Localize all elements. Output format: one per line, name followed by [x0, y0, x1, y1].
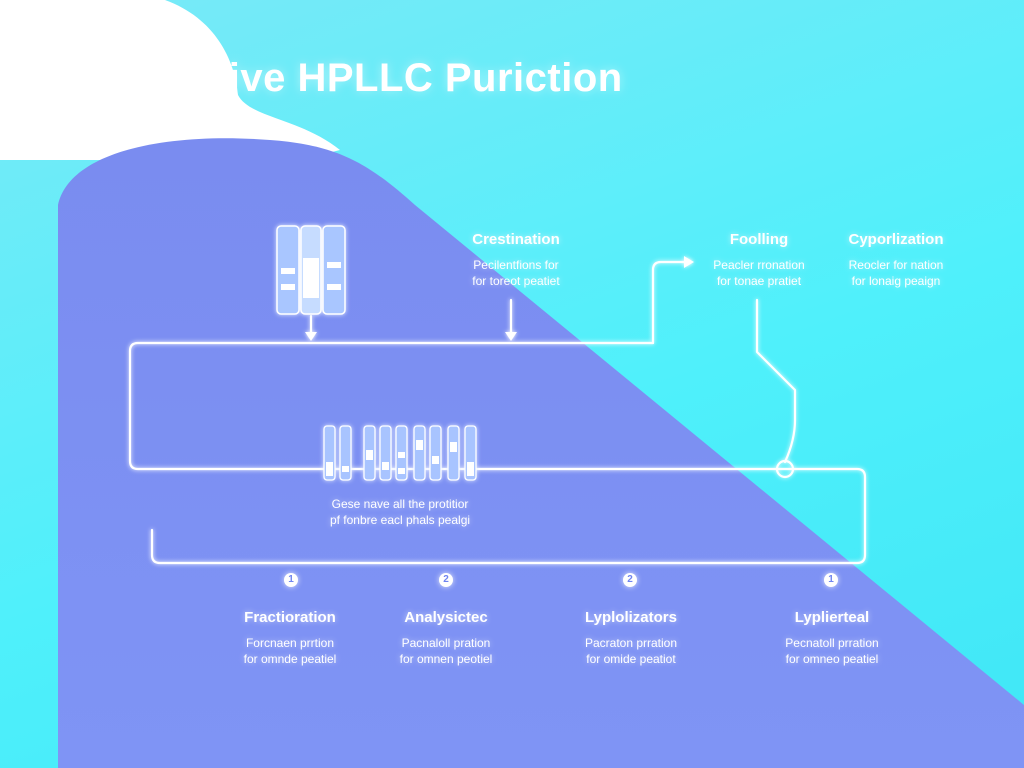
step-title: Cyporlization [848, 231, 944, 248]
step-desc-line2: for toreot peatiet [472, 274, 560, 288]
step-cyporlization: Cyporlization Reocler for nation for lon… [834, 231, 958, 289]
step-title: Lyplierteal [794, 609, 870, 626]
step-title: Analysictec [404, 609, 488, 626]
flow-lines [128, 260, 867, 565]
page-title: Prepalitive HPLLC Puriction [78, 56, 623, 100]
step-title: Lyplolizators [585, 609, 677, 626]
step-desc-line1: Peacler rronation [713, 258, 805, 272]
arrowheads [305, 256, 694, 341]
step-desc-line1: Pecnatoll prration [785, 636, 879, 650]
step-desc-line2: for omneo peatiel [785, 652, 879, 666]
step-desc-line2: for lonaig peaign [851, 274, 941, 288]
caption-line1: Gese nave all the protitior [331, 497, 469, 511]
step-number-badge: 1 [284, 573, 298, 587]
caption-line2: pf fonbre eacl phals pealgi [329, 513, 471, 527]
center-caption: Gese nave all the protitior pf fonbre ea… [300, 496, 500, 528]
step-analysictec: Analysictec Pacnaloll pration for omnen … [376, 609, 516, 667]
white-corner-shape [0, 0, 340, 160]
step-title: Crestination [472, 231, 560, 248]
step-title: Fractioration [244, 609, 336, 626]
step-fractioration: Fractioration Forcnaen prrtion for omnde… [220, 609, 360, 667]
column-array-icon [323, 425, 477, 481]
step-title: Foolling [729, 231, 789, 248]
column-icon-top [276, 225, 346, 315]
step-desc-line1: Pacnaloll pration [401, 636, 491, 650]
step-desc-line1: Pecilentfions for [473, 258, 559, 272]
step-desc-line2: for omide peatiot [586, 652, 676, 666]
step-crestination: Crestination Pecilentfions for for toreo… [446, 231, 586, 289]
step-desc-line1: Reocler for nation [848, 258, 944, 272]
step-lyplierteal: Lyplierteal Pecnatoll prration for omneo… [762, 609, 902, 667]
step-number-badge: 1 [824, 573, 838, 587]
junction-node [775, 459, 795, 479]
step-desc-line1: Pacraton prration [584, 636, 678, 650]
step-lyplolizators: Lyplolizators Pacraton prration for omid… [556, 609, 706, 667]
step-desc-line2: for omnde peatiel [243, 652, 337, 666]
step-desc-line1: Forcnaen prrtion [245, 636, 335, 650]
step-desc-line2: for tonae pratiet [716, 274, 802, 288]
step-number-badge: 2 [623, 573, 637, 587]
step-number-badge: 2 [439, 573, 453, 587]
step-foolling: Foolling Peacler rronation for tonae pra… [698, 231, 820, 289]
step-desc-line2: for omnen peotiel [399, 652, 493, 666]
